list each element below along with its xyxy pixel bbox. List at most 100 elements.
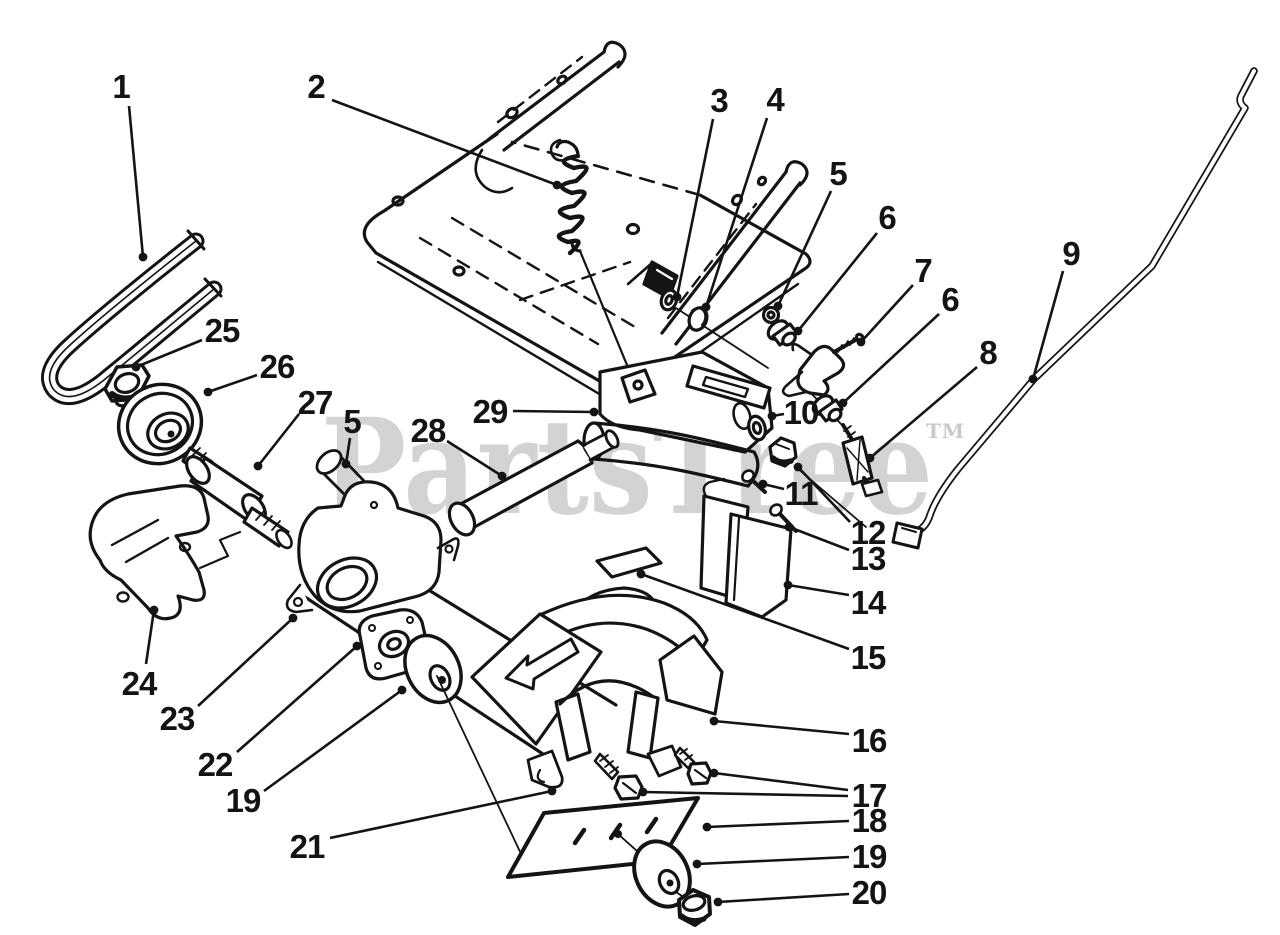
leader-line-4 [704,117,769,308]
gearbox-housing [285,449,460,614]
spacer-pad [595,546,663,579]
leader-line-19 [696,855,850,866]
leader-dot-18 [702,822,712,832]
leader-line-23 [197,617,294,707]
leader-line-29 [512,409,595,414]
leader-line-8 [869,366,978,459]
leader-dot-27 [253,461,263,471]
callout-7: 7 [914,252,931,289]
callout-18: 18 [852,802,887,839]
callout-27: 27 [298,384,333,421]
callout-29: 29 [473,393,508,430]
mounting-bracket [88,484,242,621]
leader-dot-4 [701,302,711,312]
callout-25: 25 [205,312,240,349]
leader-dot-29 [589,407,599,417]
callout-15: 15 [851,639,886,676]
bolt-part-11 [741,469,767,494]
leader-dot-19 [397,685,407,695]
leader-line-27 [256,413,301,467]
leader-dot-5 [341,459,351,469]
leader-line-22 [236,645,358,753]
leader-dot-17 [709,768,719,778]
leader-dot-13 [784,522,794,532]
callout-9: 9 [1062,235,1080,272]
leader-dot-24 [149,605,159,615]
callout-1: 1 [112,68,130,105]
leader-dot-12 [793,462,803,472]
belt-cover [470,586,724,789]
lock-nut-part-20 [677,888,712,927]
callout-11: 11 [785,475,819,512]
flange-nut-part-6b [811,394,844,423]
leader-line-26 [207,373,258,394]
leader-dot-11 [758,479,768,489]
leader-dot-1 [138,252,148,262]
leader-line-28 [446,439,503,478]
callout-3: 3 [710,82,728,119]
watermark-tm: TM [926,419,965,443]
leader-line-2 [331,98,558,187]
leader-line-19 [263,688,403,793]
washer-part-10 [747,414,767,442]
callout-19: 19 [226,782,261,819]
idler-pulley-group [103,363,293,550]
leader-line-16 [713,719,850,736]
leader-line-17 [713,771,849,792]
carriage-bolts [593,746,713,801]
leader-dot-7 [856,337,866,347]
leader-line-13 [788,525,850,552]
leader-dot-6 [838,398,848,408]
leader-line-21 [329,789,553,840]
v-belt [41,229,223,406]
leader-dot-21 [547,786,557,796]
leader-line-25 [135,338,203,369]
linkage-parts [659,288,884,498]
leader-line-6 [796,232,879,332]
leader-dot-22 [352,641,362,651]
frame-assembly [362,40,812,400]
leader-dot-17 [638,787,648,797]
callout-8: 8 [979,334,997,371]
callout-26: 26 [260,348,295,385]
leader-dot-6 [793,326,803,336]
callout-5: 5 [829,155,847,192]
callout-6: 6 [878,199,896,236]
direction-arrow [504,637,580,691]
callout-17: 17 [852,777,887,814]
leader-line-15 [640,572,850,651]
leader-dot-26 [203,387,213,397]
leader-line-7 [860,284,914,343]
callout-20: 20 [852,874,887,911]
leader-dot-14 [783,580,793,590]
callout-22: 22 [198,746,233,783]
link-rod-part-8 [841,423,884,498]
callout-12: 12 [851,514,886,551]
leader-line-3 [675,118,715,298]
callout-16: 16 [852,722,887,759]
leader-line-20 [717,892,850,904]
leader-dot-23 [288,613,298,623]
callout-24: 24 [122,665,158,702]
leader-dot-2 [552,180,562,190]
leader-line-1 [127,105,145,258]
callout-28: 28 [411,412,446,449]
callout-21: 21 [290,828,325,865]
drive-shaft [447,429,620,537]
callout-19: 19 [852,838,887,875]
leader-dot-9 [1028,374,1038,384]
tension-spring [555,139,643,401]
leader-dot-10 [767,411,777,421]
leader-dot-28 [497,471,507,481]
trunnion-part-7 [781,332,866,398]
leader-dot-15 [636,569,646,579]
leader-dot-5 [773,301,783,311]
leader-line-14 [787,583,850,597]
flange-nut-part-6a [766,319,799,347]
leader-line-12 [797,466,851,523]
spacer-part-27 [181,446,293,550]
idler-bracket [582,350,774,488]
leader-line-24 [144,609,156,665]
leader-line-9 [1031,270,1065,380]
callout-6: 6 [941,281,959,318]
